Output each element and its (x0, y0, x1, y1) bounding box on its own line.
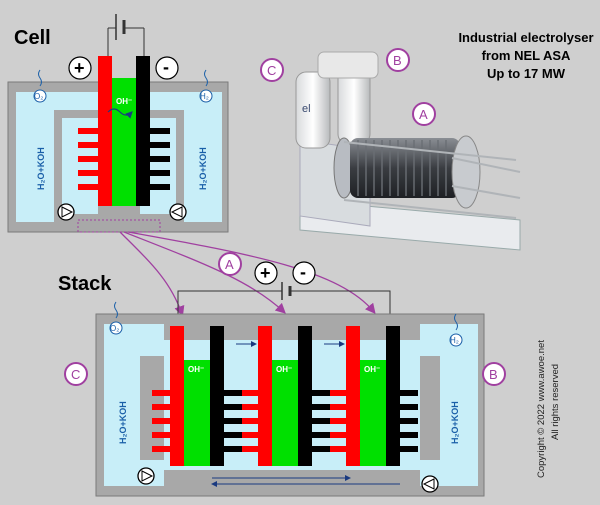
badge-a-top: A (412, 102, 436, 126)
stack-minus-terminal (292, 261, 316, 285)
stack-minus-sign: - (300, 262, 306, 282)
stack-hydroxide-3: OH⁻ (364, 365, 380, 374)
caption-line2: from NEL ASA (482, 48, 571, 63)
cell-pump-right (169, 203, 187, 221)
badge-c-bottom: C (64, 362, 88, 386)
cell-plus-terminal (68, 56, 92, 80)
cell-o2-bubble (33, 89, 47, 103)
caption-line3: Up to 17 MW (487, 66, 566, 81)
cell-minus-terminal (155, 56, 179, 80)
cell-plus-sign: + (74, 58, 85, 78)
caption-line1: Industrial electrolyser (458, 30, 593, 45)
stack-o2-label: O₂ (110, 324, 119, 333)
cell-to-stack-arrows (119, 231, 376, 317)
svg-text:C: C (267, 63, 276, 78)
stack-electrolyte-right: H₂O+KOH (450, 401, 460, 444)
stack-pump-left (137, 467, 155, 485)
cell-minus-sign: - (163, 57, 169, 77)
stack-electrolyte-left: H₂O+KOH (118, 401, 128, 444)
stack-o2-bubble (109, 321, 123, 335)
cell-h2-bubble (199, 89, 213, 103)
gas-wave-icon (204, 69, 208, 87)
cell-hydroxide-label: OH⁻ (116, 97, 132, 106)
cell-o2-label: O₂ (34, 92, 43, 101)
svg-text:C: C (71, 367, 80, 382)
svg-text:A: A (419, 107, 428, 122)
svg-text:B: B (393, 53, 402, 68)
cell-anode (98, 56, 112, 206)
stack-h2-wave-icon (454, 313, 458, 331)
badge-a-middle: A (218, 252, 242, 276)
stack-o2-wave-icon (114, 301, 118, 319)
cell-electrolyte-left: H₂O+KOH (36, 147, 46, 190)
svg-text:el: el (302, 103, 311, 115)
cell-membrane (112, 78, 136, 206)
cell-h2-label: H₂ (200, 92, 209, 101)
cell-cathode (136, 56, 150, 206)
stack-hydroxide-2: OH⁻ (276, 365, 292, 374)
badge-c-top: C (260, 58, 284, 82)
stack-hydroxide-1: OH⁻ (188, 365, 204, 374)
stack-title: Stack (58, 273, 112, 295)
stack-plus-terminal (254, 261, 278, 285)
stack-unit-3 (330, 326, 418, 466)
gas-bubble-icon (38, 69, 42, 87)
stack-flow-arrows (211, 341, 400, 487)
stack-h2-label: H₂ (450, 336, 459, 345)
stack-unit-1 (152, 326, 242, 466)
cell-bottom-outline (77, 219, 161, 233)
battery-icon (107, 14, 145, 56)
electrolyser-illustration: el (295, 51, 521, 251)
cell-pump-left (57, 203, 75, 221)
copyright-line1: Copyright © 2022 www.awoe.net (536, 340, 547, 478)
cell-electrolyte-right: H₂O+KOH (198, 147, 208, 190)
badge-b-bottom: B (482, 362, 506, 386)
cell-anode-fins (78, 128, 98, 190)
cell-cathode-fins (150, 128, 170, 190)
cell-title: Cell (14, 27, 51, 49)
svg-text:A: A (225, 257, 234, 272)
stack-h2-bubble (449, 333, 463, 347)
stack-plus-sign: + (260, 263, 271, 283)
copyright-line2: All rights reserved (550, 364, 561, 440)
stack-unit-2 (242, 326, 330, 466)
badge-b-top: B (386, 48, 410, 72)
svg-text:B: B (489, 367, 498, 382)
stack-pump-right (421, 475, 439, 493)
